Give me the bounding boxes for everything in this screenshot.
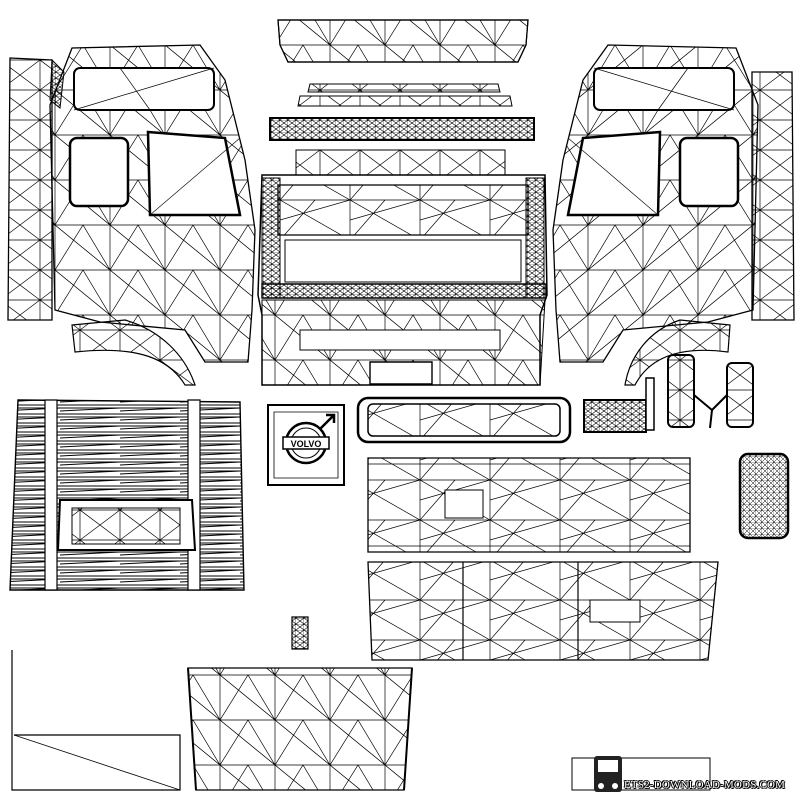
mirror-glass (740, 454, 788, 538)
logo-text: VOLVO (291, 439, 322, 449)
lower-bumper-panel (368, 562, 718, 660)
light-bar (270, 118, 534, 140)
sun-strip (298, 84, 512, 106)
lamp-cluster (584, 378, 654, 432)
right-cab-side (553, 45, 758, 362)
left-cab-side (50, 45, 255, 362)
side-grille-slats (10, 400, 244, 590)
right-wheel-arch (625, 320, 730, 385)
right-side-deflector (752, 72, 794, 320)
front-face (258, 175, 547, 385)
small-tag (292, 617, 308, 649)
upper-bumper-panel (368, 458, 690, 552)
plain-panel (12, 650, 180, 790)
right-mirror (712, 363, 753, 427)
watermark-truck-icon (572, 756, 710, 792)
watermark-text: ETS2-DOWNLOAD-MODS.COM (624, 779, 786, 791)
roof-visor (278, 20, 528, 62)
headlight-bar (358, 398, 570, 442)
left-mirror (668, 355, 712, 428)
lower-skirt (188, 668, 412, 790)
volvo-logo: VOLVO (268, 405, 344, 485)
left-side-deflector (8, 58, 64, 320)
left-wheel-arch (72, 320, 195, 385)
upper-grille-strip (296, 150, 505, 175)
